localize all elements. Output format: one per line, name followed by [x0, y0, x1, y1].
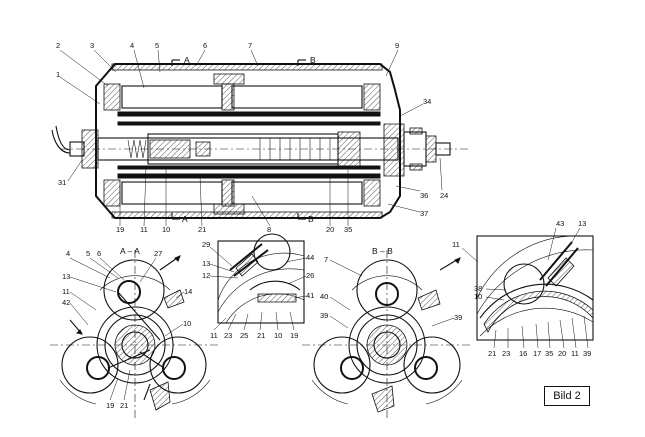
bb-label-7: 7 [324, 255, 328, 264]
label-21-main: 21 [198, 225, 206, 234]
main-section-view [51, 59, 470, 220]
label-24: 24 [440, 191, 448, 200]
aa-label-4: 4 [66, 249, 70, 258]
d2-label-43: 43 [556, 219, 564, 228]
d1-label-21: 21 [257, 331, 265, 340]
d2-label-39: 39 [583, 349, 591, 358]
label-11-main: 11 [140, 225, 148, 234]
d1-label-11: 11 [210, 331, 218, 340]
aa-label-6: 6 [97, 249, 101, 258]
section-aa-view [50, 250, 220, 420]
aa-label-27: 27 [154, 249, 162, 258]
marker-b-top: B [310, 55, 316, 65]
label-20-main: 20 [326, 225, 334, 234]
section-aa-title: A – A [120, 246, 140, 256]
d1-label-12: 12 [202, 271, 210, 280]
label-1: 1 [56, 70, 60, 79]
d2-label-35: 35 [545, 349, 553, 358]
label-4: 4 [130, 41, 134, 50]
d1-label-41: 41 [306, 291, 314, 300]
aa-label-11: 11 [62, 287, 70, 296]
d1-label-44: 44 [306, 253, 314, 262]
d2-label-20: 20 [558, 349, 566, 358]
d2-label-11-top: 11 [452, 240, 460, 249]
d1-label-26: 26 [306, 271, 314, 280]
detail-view-2 [476, 235, 594, 341]
aa-label-10: 10 [183, 319, 191, 328]
label-2: 2 [56, 41, 60, 50]
d2-label-38: 38 [474, 284, 482, 293]
label-19-main: 19 [116, 225, 124, 234]
marker-b-bottom: B [308, 214, 314, 224]
d1-label-10: 10 [274, 331, 282, 340]
d2-label-11-bottom: 11 [571, 349, 579, 358]
label-37: 37 [420, 209, 428, 218]
label-10-main: 10 [162, 225, 170, 234]
label-6: 6 [203, 41, 207, 50]
aa-label-21: 21 [120, 401, 128, 410]
detail-view-1 [217, 233, 305, 324]
marker-a-top: A [184, 55, 190, 65]
bb-label-39-left: 39 [320, 311, 328, 320]
aa-label-42: 42 [62, 298, 70, 307]
marker-a-bottom: A [182, 214, 188, 224]
d1-label-25: 25 [240, 331, 248, 340]
label-31: 31 [58, 178, 66, 187]
label-5: 5 [155, 41, 159, 50]
d2-label-13: 13 [578, 219, 586, 228]
d2-label-21: 21 [488, 349, 496, 358]
d1-label-13: 13 [202, 259, 210, 268]
label-36: 36 [420, 191, 428, 200]
label-34: 34 [423, 97, 431, 106]
aa-label-14: 14 [184, 287, 192, 296]
d2-label-10: 10 [474, 292, 482, 301]
label-7: 7 [248, 41, 252, 50]
d2-label-16: 16 [519, 349, 527, 358]
label-9: 9 [395, 41, 399, 50]
section-bb-view [302, 250, 472, 420]
label-35-main: 35 [344, 225, 352, 234]
aa-label-13: 13 [62, 272, 70, 281]
aa-label-19: 19 [106, 401, 114, 410]
aa-label-5: 5 [86, 249, 90, 258]
d1-label-19: 19 [290, 331, 298, 340]
d2-label-17: 17 [533, 349, 541, 358]
label-3: 3 [90, 41, 94, 50]
d2-label-23: 23 [502, 349, 510, 358]
section-bb-title: B – B [372, 246, 393, 256]
figure-label-box: Bild 2 [544, 386, 590, 406]
d1-label-29: 29 [202, 240, 210, 249]
bb-label-40: 40 [320, 292, 328, 301]
d1-label-23: 23 [224, 331, 232, 340]
label-8: 8 [267, 225, 271, 234]
bb-label-39-right: 39 [454, 313, 462, 322]
